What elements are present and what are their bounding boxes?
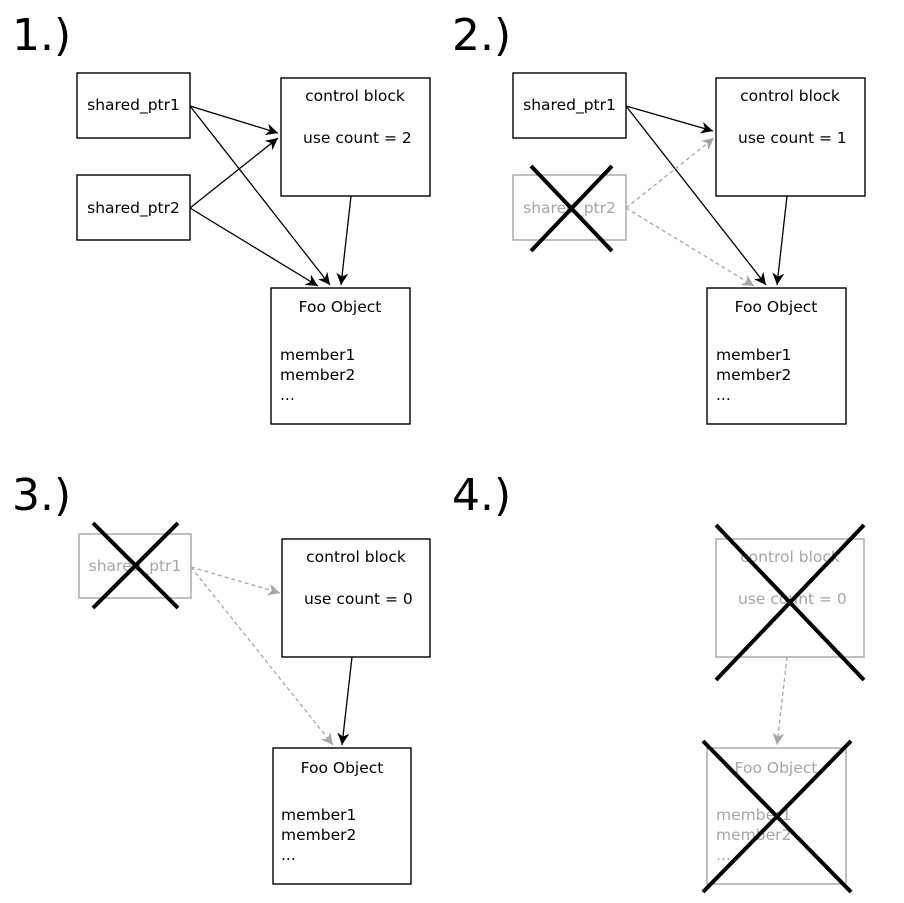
arrow-ptr2-to-foo-object	[189, 207, 319, 287]
control-block-box: control block use count = 0	[281, 538, 431, 658]
control-block-title: control block	[306, 548, 406, 566]
panel-3: 3.) shared_ptr1 control block use count …	[12, 470, 431, 885]
use-count-text: use count = 1	[738, 129, 847, 147]
foo-object-box: Foo Object member1 member2 ...	[270, 287, 411, 425]
arrow-ptr1-to-foo-object-dashed	[190, 566, 334, 746]
control-block-box-deleted: control block use count = 0	[715, 538, 865, 658]
panel-number: 2.)	[452, 10, 511, 61]
panel-2: 2.) shared_ptr1 shared_ptr2 control bloc…	[452, 10, 866, 425]
panel-number: 4.)	[452, 470, 511, 521]
arrow-ptr1-to-control-block	[625, 105, 714, 134]
arrow-ptr1-to-foo-object	[625, 105, 767, 286]
member2-text: member2	[281, 826, 356, 844]
panel-4: 4.) control block use count = 0 Foo Obje…	[452, 470, 866, 894]
member1-text: member1	[716, 346, 791, 364]
foo-object-box: Foo Object member1 member2 ...	[706, 287, 847, 425]
arrow-control-block-to-foo-object	[772, 195, 788, 286]
shared-ptr1-box: shared_ptr1	[512, 72, 627, 139]
control-block-title: control block	[305, 87, 405, 105]
control-block-box: control block use count = 1	[715, 77, 866, 197]
control-block-title: control block	[740, 87, 840, 105]
arrow-ptr1-to-foo-object	[189, 105, 331, 286]
arrow-control-block-to-foo-object-dashed	[772, 656, 788, 746]
foo-object-box: Foo Object member1 member2 ...	[272, 747, 412, 885]
member2-text: member2	[280, 366, 355, 384]
member1-text: member1	[280, 346, 355, 364]
shared-ptr2-label: shared_ptr2	[87, 199, 180, 218]
arrow-control-block-to-foo-object	[336, 195, 352, 286]
member2-text: member2	[716, 366, 791, 384]
control-block-box: control block use count = 2	[280, 77, 431, 197]
shared-ptr1-label: shared_ptr1	[523, 96, 616, 115]
arrow-ptr2-to-control-block	[189, 137, 279, 209]
arrow-ptr2-to-foo-object-dashed	[625, 207, 755, 287]
arrow-control-block-to-foo-object	[337, 656, 353, 746]
member2-text: member2	[716, 826, 791, 844]
use-count-text: use count = 0	[304, 590, 413, 608]
foo-object-title: Foo Object	[301, 759, 384, 777]
ellipsis-text: ...	[716, 846, 731, 864]
use-count-text: use count = 2	[303, 129, 412, 147]
delete-cross-icon	[701, 739, 853, 894]
shared-ptr1-label: shared_ptr1	[87, 96, 180, 115]
ellipsis-text: ...	[281, 846, 296, 864]
shared-ptr1-box: shared_ptr1	[76, 72, 191, 139]
foo-object-title: Foo Object	[735, 298, 818, 316]
foo-object-title: Foo Object	[735, 759, 818, 777]
panel-1: 1.) shared_ptr1 shared_ptr2 control bloc…	[12, 10, 431, 425]
arrow-ptr2-to-control-block-dashed	[625, 137, 715, 209]
panel-number: 3.)	[12, 470, 71, 521]
control-block-title: control block	[740, 548, 840, 566]
arrow-ptr1-to-control-block	[189, 105, 279, 136]
member1-text: member1	[281, 806, 356, 824]
shared-ptr2-box: shared_ptr2	[76, 174, 191, 241]
delete-cross-icon	[714, 523, 866, 682]
panel-number: 1.)	[12, 10, 71, 61]
arrow-ptr1-to-control-block-dashed	[190, 566, 281, 596]
ellipsis-text: ...	[280, 386, 295, 404]
foo-object-title: Foo Object	[299, 298, 382, 316]
delete-cross-icon	[529, 164, 614, 253]
delete-cross-icon	[91, 521, 180, 610]
ellipsis-text: ...	[716, 386, 731, 404]
